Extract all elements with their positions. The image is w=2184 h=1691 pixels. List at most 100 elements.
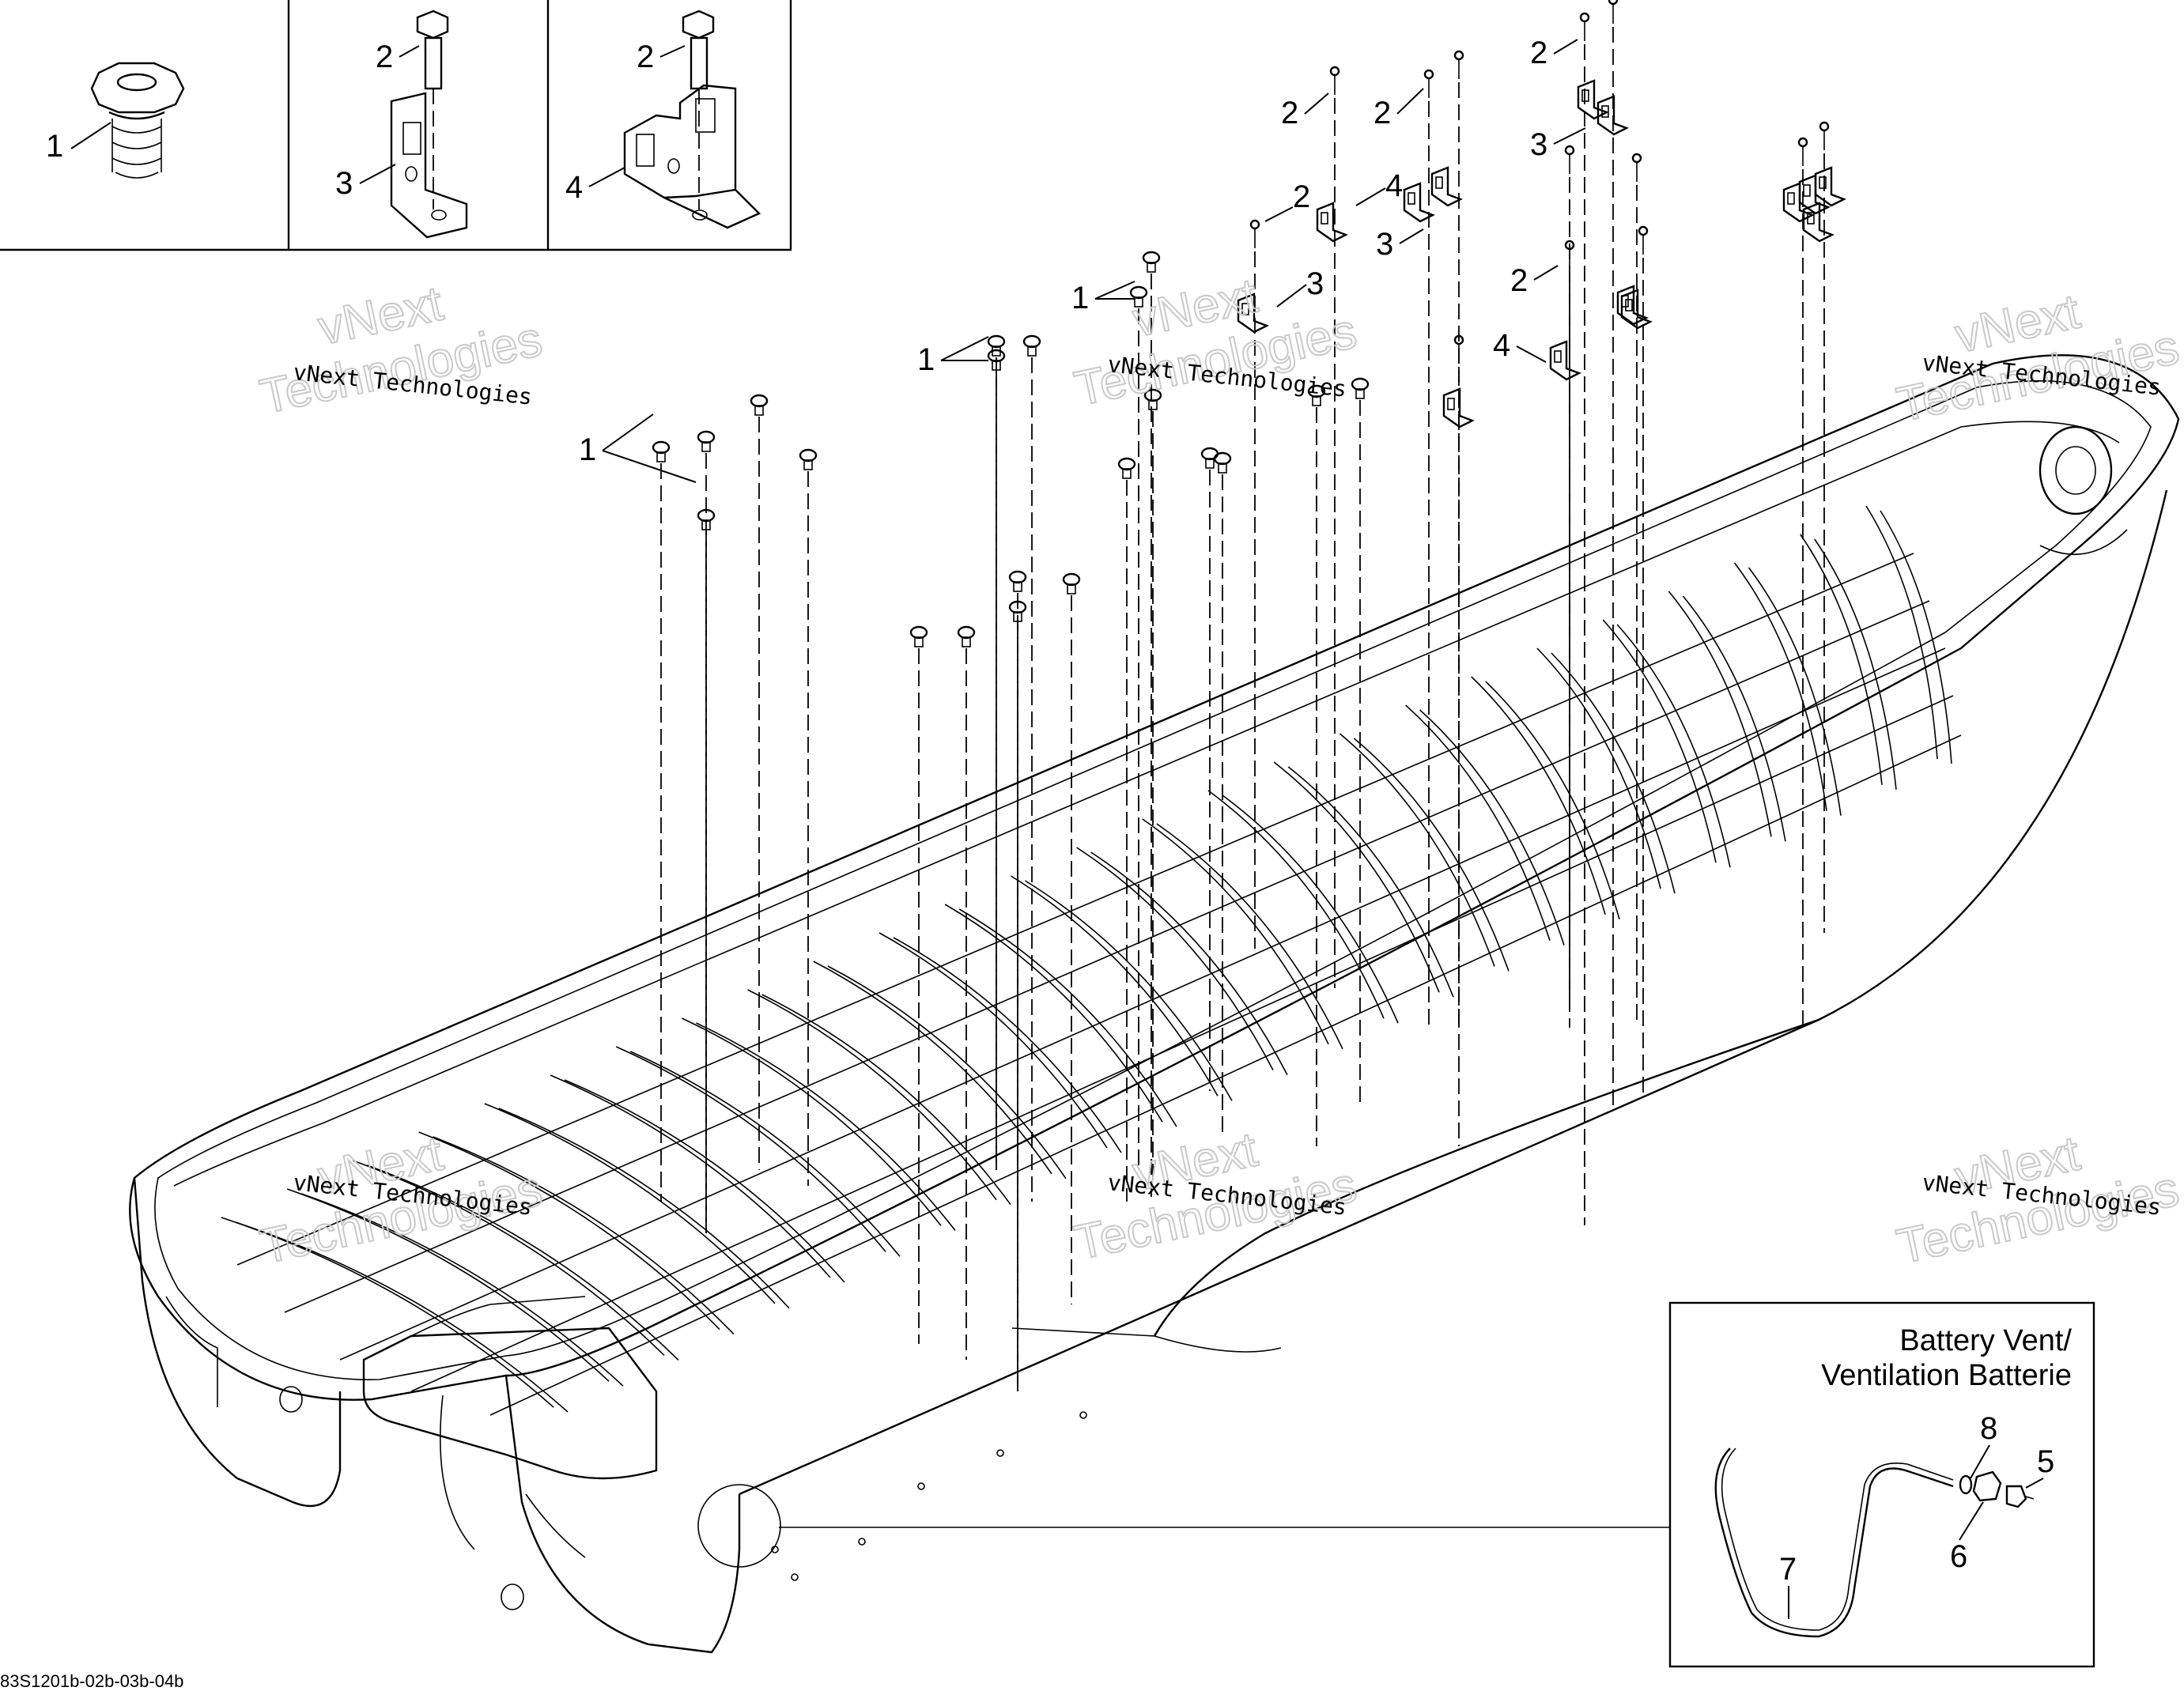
hull-frame <box>615 1046 886 1252</box>
hull-stringer <box>489 734 1962 1416</box>
screw-head <box>1564 145 1575 156</box>
screw-head <box>1819 121 1830 132</box>
hull-stringer <box>236 553 1914 1266</box>
hull-frame <box>221 1217 554 1408</box>
main-callouts: 1 1 1 2 2 2 2 2 3 3 3 4 4 <box>579 36 1586 483</box>
hull-frame-edge <box>893 937 1122 1153</box>
screw-head <box>1249 219 1260 230</box>
mounting-bracket <box>1403 182 1435 223</box>
hull-frame-edge <box>433 1136 735 1335</box>
push-rivet-head <box>1213 451 1232 466</box>
hull-frame-edge <box>1682 595 1786 842</box>
screw-head <box>1579 12 1590 23</box>
push-rivet-shank <box>701 519 711 530</box>
push-rivet-shank <box>1205 458 1215 469</box>
push-rivet-shank <box>962 636 971 647</box>
callout-4-panel: 4 <box>565 170 583 205</box>
battery-vent-inset: Battery Vent/ Ventilation Batterie 8 5 6… <box>779 1301 2095 1668</box>
push-rivet-shank <box>754 405 764 416</box>
fasteners <box>652 0 1830 1391</box>
screw-head <box>1453 50 1464 61</box>
push-rivet-shank <box>1218 462 1227 474</box>
mounting-bracket <box>1316 202 1348 243</box>
drawing-code: 83S1201b-02b-03b-04b <box>0 1671 183 1691</box>
callout-4-a: 4 <box>1385 168 1403 203</box>
push-rivet-head <box>1022 334 1041 349</box>
push-rivet-head <box>1062 572 1081 587</box>
screw-head <box>1453 334 1464 345</box>
hull-frame-edge <box>1814 538 1897 790</box>
hull-frame <box>1339 733 1495 967</box>
hull-frame-edge <box>1748 567 1842 816</box>
hull-frame <box>1076 847 1274 1070</box>
push-rivet-head <box>1008 600 1027 614</box>
bracket-slot <box>1807 212 1815 225</box>
push-rivet-head <box>1143 388 1162 402</box>
push-rivet-shank <box>1134 296 1143 308</box>
inset-title-line1: Battery Vent/ <box>1899 1324 2072 1357</box>
screw-head <box>1631 153 1642 164</box>
screw-head <box>1423 69 1434 80</box>
bracket-slot <box>1787 192 1795 205</box>
mounting-bracket <box>1549 340 1581 381</box>
bracket-slot <box>1241 303 1249 315</box>
mounting-bracket <box>1577 79 1609 120</box>
hull-frame-edge <box>235 1221 569 1413</box>
callout-4-b: 4 <box>1493 328 1510 363</box>
callout-2-e: 2 <box>1510 263 1528 298</box>
callout-1-panel: 1 <box>46 129 63 164</box>
mounting-bracket <box>1802 202 1834 243</box>
push-rivet-head <box>1307 384 1326 398</box>
push-rivet-head <box>1351 377 1370 391</box>
hull-frame-edge <box>1880 510 1952 764</box>
push-rivet-head <box>987 349 1006 363</box>
callout-1-a: 1 <box>579 432 596 467</box>
mounting-bracket <box>1620 289 1653 330</box>
hull-frame-edge <box>1353 738 1510 972</box>
hull-frame <box>1471 676 1606 915</box>
hull-frame-edge <box>300 1193 624 1387</box>
hull-frame-edge <box>1551 652 1676 894</box>
hull-stringer <box>339 647 1946 1361</box>
bracket-slot <box>1435 176 1443 189</box>
screw-head <box>1638 225 1649 236</box>
push-rivet-shank <box>656 451 666 462</box>
push-rivet-shank <box>803 459 813 470</box>
callout-8: 8 <box>1980 1411 1997 1446</box>
hull-frame <box>353 1160 665 1356</box>
callout-1-c: 1 <box>1071 281 1089 315</box>
bracket-slot <box>1581 89 1589 102</box>
bracket-slot <box>1601 105 1609 118</box>
push-rivet-head <box>652 440 671 455</box>
push-rivet-shank <box>992 360 1001 371</box>
push-rivet-shank <box>1013 611 1022 622</box>
screw-head <box>1564 240 1575 251</box>
legend-panels: 1 2 3 2 4 <box>0 0 792 251</box>
hull-frame <box>1405 704 1551 941</box>
hull-frame <box>418 1131 720 1331</box>
push-rivet-head <box>1008 570 1027 584</box>
mounting-bracket <box>1237 293 1269 334</box>
mounting-bracket <box>1596 95 1629 136</box>
push-rivet-shank <box>1027 345 1037 357</box>
hull-frame-edge <box>1156 823 1343 1050</box>
push-rivet-shank <box>1147 262 1156 273</box>
push-rivet-shank <box>1312 395 1321 406</box>
push-rivet-shank <box>914 636 924 647</box>
push-rivet-shank <box>1013 581 1022 592</box>
callout-6: 6 <box>1950 1539 1967 1574</box>
hull-frame-edge <box>696 1022 956 1231</box>
hull-frame <box>682 1017 942 1226</box>
hull-frame-edge <box>1616 624 1731 868</box>
hull-frame-edge <box>761 994 1011 1206</box>
push-rivet-head <box>750 394 769 408</box>
push-rivet-shank <box>1355 388 1365 399</box>
bracket-double-part <box>623 9 761 229</box>
hull-frame <box>1207 790 1385 1019</box>
bracket-slot <box>1447 398 1455 410</box>
hull-frame <box>1142 818 1329 1045</box>
mounting-bracket <box>1430 166 1463 207</box>
brackets <box>1237 79 1846 428</box>
callout-3-panel: 3 <box>335 166 353 201</box>
